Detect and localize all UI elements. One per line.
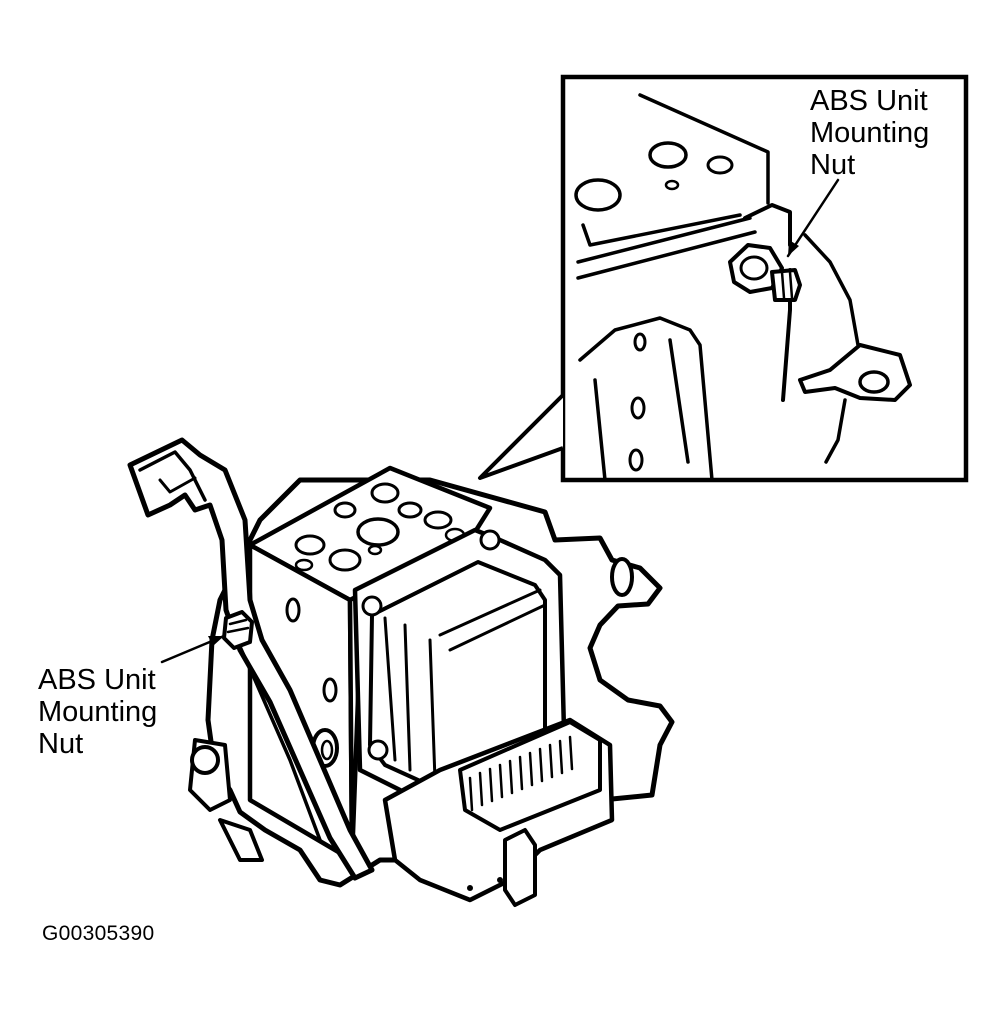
inset-callout-leader <box>786 178 840 258</box>
inset-callout-line-1: ABS Unit <box>810 85 928 117</box>
main-callout-label: ABS Unit Mounting Nut <box>38 664 157 760</box>
inset-callout-line-2: Mounting <box>810 117 930 149</box>
inset-bracket <box>743 203 912 464</box>
main-callout-line-3: Nut <box>38 728 84 760</box>
main-callout-line-2: Mounting <box>38 696 158 728</box>
inset-valve-block <box>574 93 770 280</box>
side-mounting-bracket <box>127 437 375 881</box>
main-callout-leader <box>160 634 226 664</box>
wiring-connector <box>382 717 615 907</box>
main-callout-line-1: ABS Unit <box>38 664 156 696</box>
main-mounting-nut <box>222 610 254 650</box>
electronic-control-module <box>352 527 568 870</box>
inset-callout-line-3: Nut <box>810 149 856 181</box>
figure-id: G00305390 <box>42 922 155 945</box>
inset-housing <box>578 316 714 482</box>
inset-callout-label: ABS Unit Mounting Nut <box>810 85 929 181</box>
inset-mounting-nut <box>728 243 802 302</box>
